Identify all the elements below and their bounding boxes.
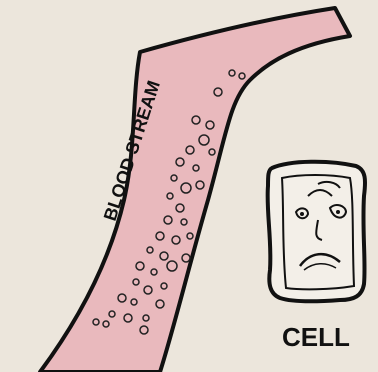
sad-cell-face-icon [268,162,365,302]
cell-label: CELL [282,322,350,352]
